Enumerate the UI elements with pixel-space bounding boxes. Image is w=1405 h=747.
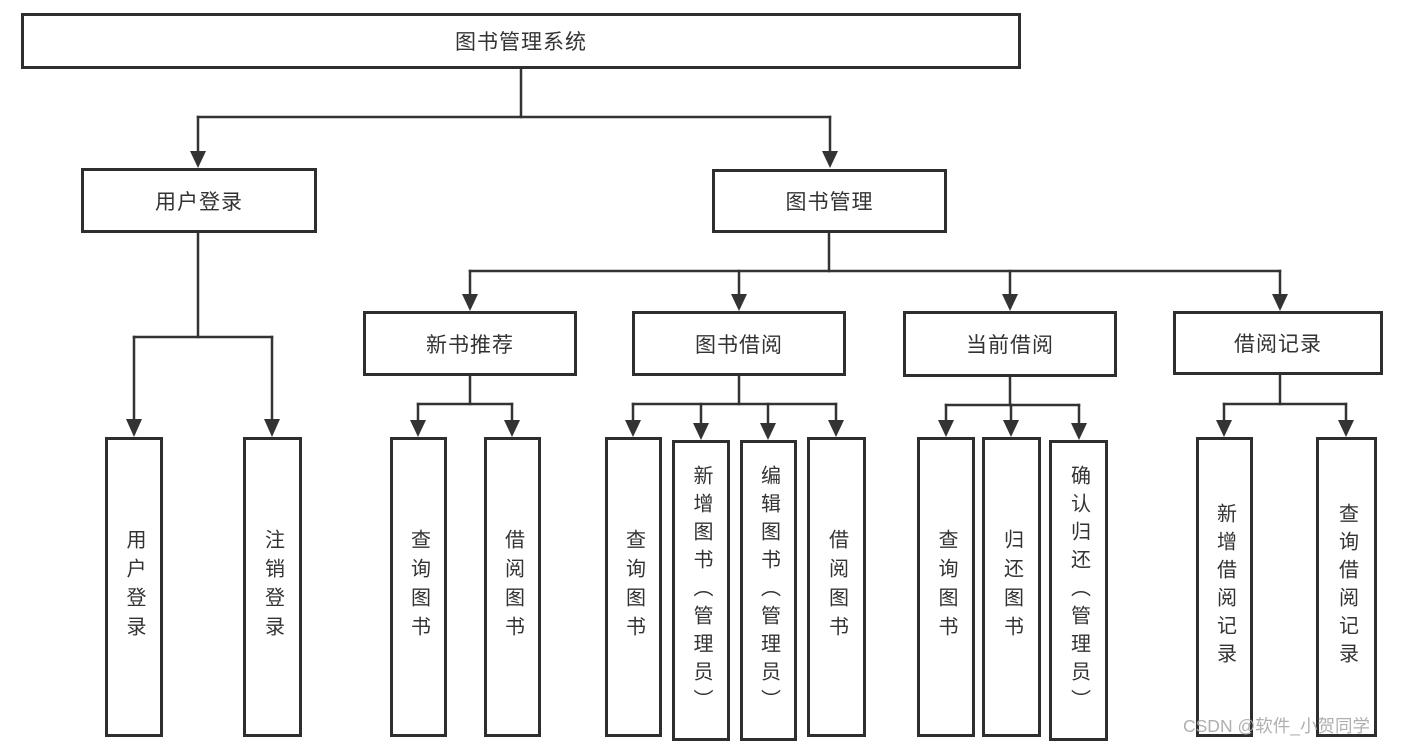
node-new-book-recommend: 新书推荐 [363,311,577,376]
node-leaf-query-borrow-record: 查询借阅记录 [1316,437,1377,737]
node-borrow-record: 借阅记录 [1173,311,1383,375]
node-root: 图书管理系统 [21,13,1021,69]
connector-recommend-to-leaves [410,374,520,437]
connector-record-to-leaves [1216,373,1354,437]
node-leaf-add-borrow-record: 新增借阅记录 [1196,437,1253,737]
node-user-login: 用户登录 [81,168,317,233]
connector-current-to-leaves [938,374,1087,440]
connector-borrow-to-leaves [625,374,844,440]
connector-root-to-level2 [190,67,838,168]
node-leaf-edit-book-admin: 编辑图书（管理员） [740,440,797,741]
node-leaf-recommend-borrow-book: 借阅图书 [484,437,541,737]
node-book-management: 图书管理 [712,169,947,233]
node-leaf-user-login: 用户登录 [105,437,163,737]
node-current-borrow: 当前借阅 [903,311,1117,377]
node-leaf-borrow-borrow-book: 借阅图书 [807,437,866,737]
node-leaf-borrow-query-book: 查询图书 [605,437,662,737]
node-leaf-current-query-book: 查询图书 [917,437,975,737]
node-book-borrow: 图书借阅 [632,311,846,376]
connector-mgmt-to-level3 [462,231,1288,311]
node-leaf-logout: 注销登录 [243,437,302,737]
node-leaf-return-book: 归还图书 [982,437,1041,737]
connector-login-to-leaves [126,231,280,437]
node-leaf-recommend-query-book: 查询图书 [390,437,447,737]
node-leaf-confirm-return-admin: 确认归还（管理员） [1049,440,1108,741]
node-leaf-add-book-admin: 新增图书（管理员） [672,440,730,741]
